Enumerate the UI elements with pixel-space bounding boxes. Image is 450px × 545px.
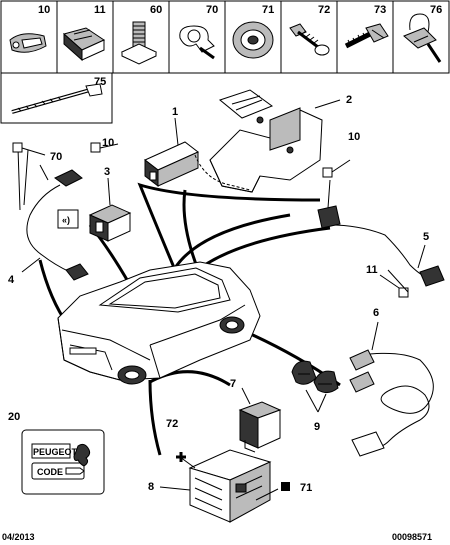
part-6-harness [349,321,434,457]
part-1-module [144,117,199,188]
fastener-ref-60: 60 [150,4,162,16]
callout-7: 7 [230,378,236,390]
callout-20: 20 [8,411,20,423]
clip-icon [9,33,47,53]
fastener-ref-73: 73 [374,4,386,16]
part-9-bulbs [291,360,339,413]
tie-clip-icon [403,13,442,63]
part-7-module [238,387,282,453]
car-illustration [57,261,261,385]
cable-clamp-icon [179,25,215,60]
washer-icon [232,21,274,59]
cable-tie-panel: 75 [0,72,113,124]
grommet-clip-icon [62,27,106,62]
callout-2: 2 [346,94,352,106]
part-5-harness [317,179,445,291]
fastener-ref-71: 71 [262,4,274,16]
reference-markers [12,142,409,491]
callout-5: 5 [423,231,429,243]
marker-square-70 [12,142,23,153]
cable-tie-icon [11,83,103,114]
bolt-icon [344,23,389,49]
callout-3: 3 [104,166,110,178]
callout-10b: 10 [348,131,360,143]
callout-1: 1 [172,106,178,118]
code-card-brand: PEUGEOT [33,447,78,457]
fastener-ref-70: 70 [206,4,218,16]
fastener-panel: 10 11 60 70 71 72 73 76 [0,0,450,74]
part-4-harness [17,147,89,281]
svg-text:«): «) [62,215,70,225]
callout-71: 71 [300,482,312,494]
footer-date: 04/2013 [2,532,35,542]
marker-square-10a [90,142,101,153]
fastener-ref-10: 10 [38,4,50,16]
callout-6: 6 [373,307,379,319]
marker-square-10b [322,167,333,178]
callout-9: 9 [314,421,320,433]
fastener-ref-76: 76 [430,4,442,16]
lion-logo-icon [73,443,91,467]
callout-4: 4 [8,274,15,286]
callout-70: 70 [50,151,62,163]
marker-square-11 [398,287,409,298]
footer-reference: 00098571 [392,532,432,542]
marker-plus-72 [176,452,186,462]
part-3-switch: «) [57,177,132,242]
callout-8: 8 [148,481,154,493]
marker-filled-square-71 [281,482,290,491]
fastener-ref-72: 72 [318,4,330,16]
part-2-bracket [194,89,341,193]
fastener-ref-11: 11 [94,4,106,16]
screw-icon [289,23,330,56]
stud-icon [120,21,158,65]
callout-72: 72 [166,418,178,430]
callout-10a: 10 [102,137,114,149]
part-8-bracket [159,449,279,523]
code-card-code-label: CODE [37,467,63,477]
part-20-code-card: PEUGEOT CODE [21,429,105,495]
callout-11: 11 [366,264,378,276]
